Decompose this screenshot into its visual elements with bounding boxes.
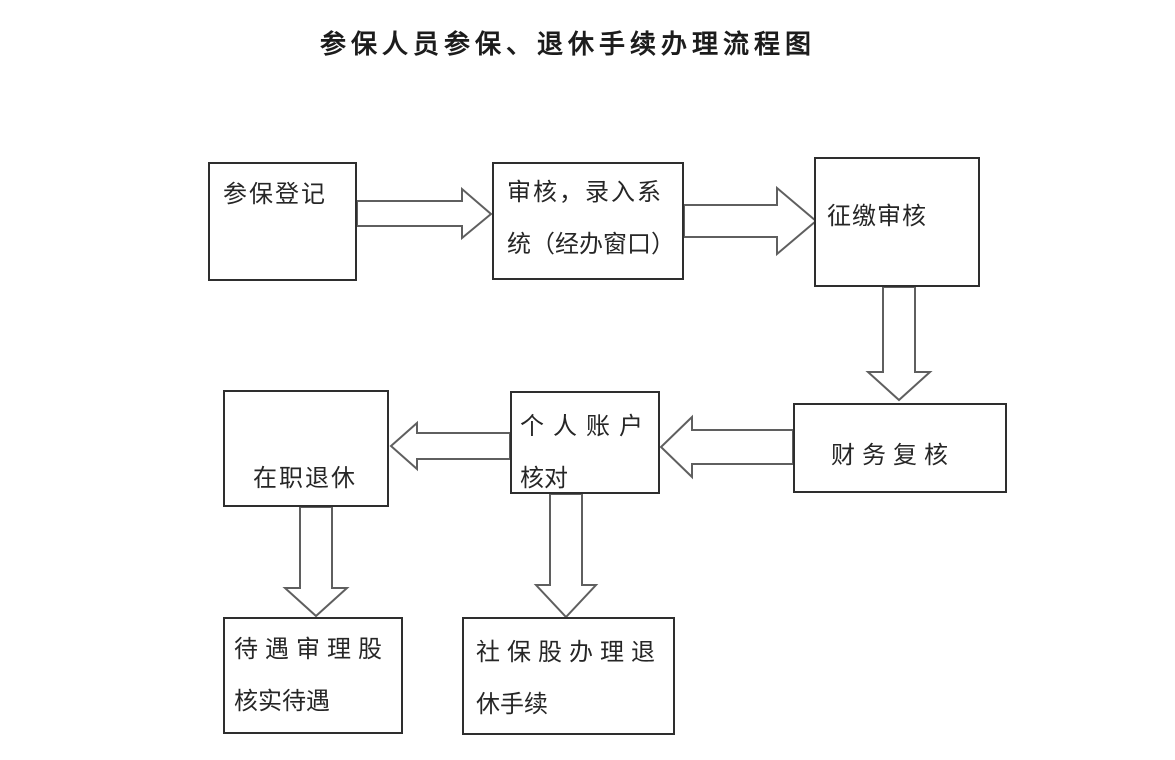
arrow-account-to-inservice xyxy=(389,420,511,472)
arrow-finance-to-account xyxy=(659,414,794,480)
flow-node-personal-account: 个人账户 核对 xyxy=(510,391,660,494)
flow-node-label: 在职退休 xyxy=(253,464,357,492)
flow-node-label: 征缴审核 xyxy=(827,202,927,230)
flow-node-label: 核对 xyxy=(520,464,568,492)
arrow-collection-to-finance xyxy=(865,286,933,402)
arrow-account-to-socialsecurity xyxy=(533,493,599,619)
diagram-title: 参保人员参保、退休手续办理流程图 xyxy=(320,30,817,60)
flow-node-label: 待遇审理股 xyxy=(234,635,389,663)
flow-node-label: 个人账户 xyxy=(520,412,652,440)
flow-node-inservice-retirement: 在职退休 xyxy=(223,390,389,507)
flow-node-label: 核实待遇 xyxy=(234,687,330,715)
flow-node-label: 审核，录入系 xyxy=(507,178,663,206)
arrow-register-to-review xyxy=(356,186,493,241)
flow-node-finance-recheck: 财务复核 xyxy=(793,403,1007,493)
arrow-review-to-collection xyxy=(683,185,818,257)
flow-node-label: 社保股办理退 xyxy=(476,638,662,666)
flow-node-label: 参保登记 xyxy=(223,180,327,208)
flow-node-enroll-register: 参保登记 xyxy=(208,162,357,281)
flow-node-collection-review: 征缴审核 xyxy=(814,157,980,287)
flow-node-social-security-section: 社保股办理退 休手续 xyxy=(462,617,675,735)
flow-node-label: 统（经办窗口） xyxy=(507,230,675,258)
flow-node-benefit-section: 待遇审理股 核实待遇 xyxy=(223,617,403,734)
arrow-inservice-to-benefit xyxy=(282,506,350,618)
flow-node-review-entry: 审核，录入系 统（经办窗口） xyxy=(492,162,684,280)
flow-node-label: 休手续 xyxy=(476,690,548,718)
flow-node-label: 财务复核 xyxy=(831,441,955,469)
